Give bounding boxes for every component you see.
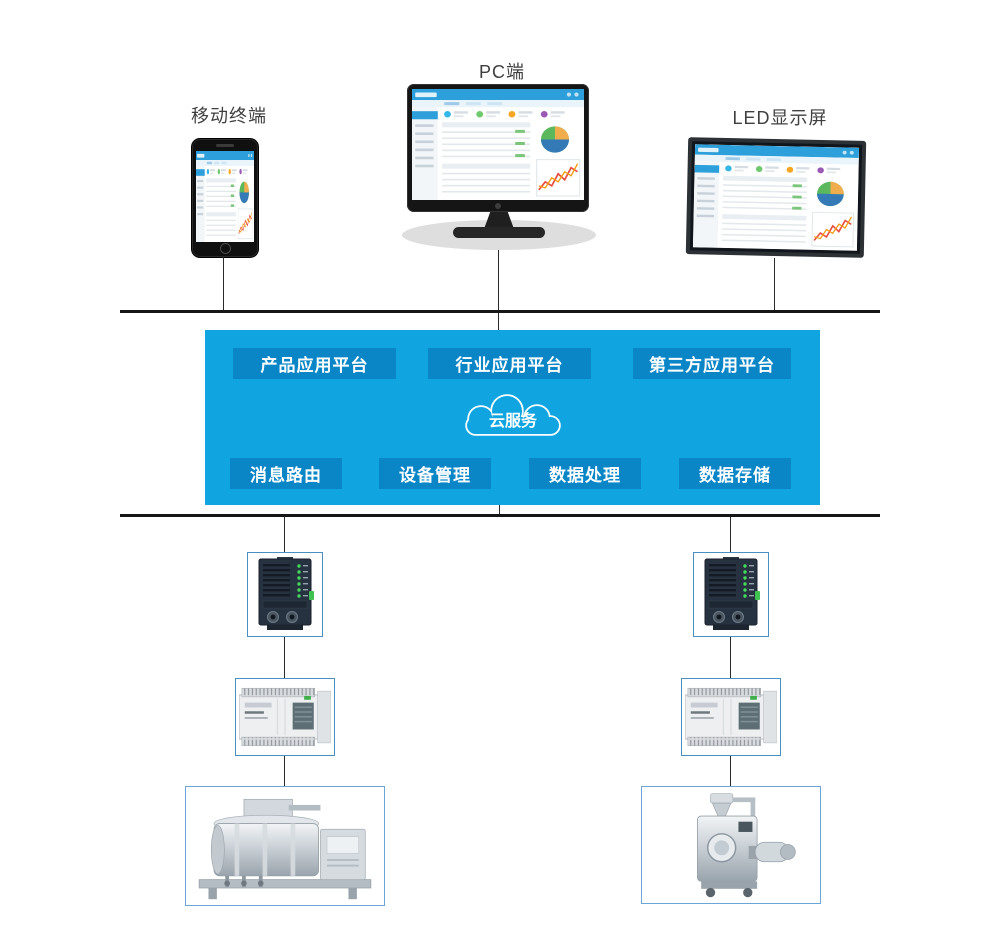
mobile-connector-line <box>223 256 224 311</box>
lower-network-bus-line <box>120 514 880 517</box>
right-chain-connector-2 <box>730 637 731 678</box>
left-chain-connector-1 <box>284 517 285 552</box>
mobile-terminal-label: 移动终端 <box>191 106 267 126</box>
left-chain-connector-2 <box>284 637 285 678</box>
right-iot-gateway-image <box>693 552 769 637</box>
led-connector-line <box>774 258 775 311</box>
left-plc-controller-image <box>235 678 335 756</box>
led-display-image <box>685 137 867 258</box>
right-chain-connector-3 <box>730 756 731 786</box>
cloud-service-label: 云服务 <box>489 411 538 430</box>
upper-network-bus-line <box>120 310 880 313</box>
message-routing-button: 消息路由 <box>230 458 342 489</box>
led-dashboard-screen <box>692 144 860 251</box>
tablet-press-machine-image <box>641 786 821 904</box>
product-application-platform-button: 产品应用平台 <box>233 348 396 379</box>
phone-dashboard-screen <box>196 151 254 242</box>
left-iot-gateway-image <box>247 552 323 637</box>
phone-speaker <box>216 144 234 147</box>
left-chain-connector-3 <box>284 756 285 786</box>
data-processing-button: 数据处理 <box>529 458 641 489</box>
monitor-stand-base <box>453 227 545 238</box>
pc-monitor-image <box>407 84 589 212</box>
cloud-service-icon: 云服务 <box>465 394 561 436</box>
device-management-button: 设备管理 <box>379 458 491 489</box>
led-display-label: LED显示屏 <box>732 108 828 128</box>
right-plc-controller-image <box>681 678 781 756</box>
industry-application-platform-button: 行业应用平台 <box>428 348 591 379</box>
pc-label: PC端 <box>478 62 525 82</box>
monitor-stand-neck <box>484 211 514 229</box>
platform-to-bus-connector-line <box>499 505 500 514</box>
pc-connector-line <box>498 250 499 330</box>
rotary-processing-machine-image <box>185 786 385 906</box>
data-storage-button: 数据存储 <box>679 458 791 489</box>
right-chain-connector-1 <box>730 517 731 552</box>
phone-home-button <box>220 243 231 254</box>
monitor-brand-dot <box>495 203 501 209</box>
third-party-application-platform-button: 第三方应用平台 <box>633 348 791 379</box>
pc-dashboard-screen <box>412 89 584 200</box>
cloud-platform-panel: 产品应用平台 行业应用平台 第三方应用平台 云服务 消息路由 设备管理 数据处理… <box>205 330 820 505</box>
mobile-phone-image <box>191 138 259 258</box>
